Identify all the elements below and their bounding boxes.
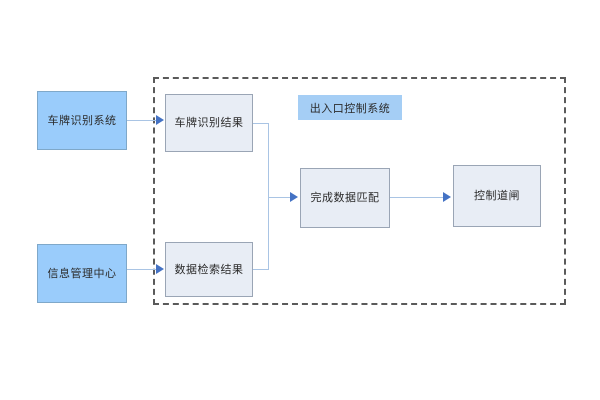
arrow-data-match-to-gate-control-icon [443,192,451,202]
boundary-title-chip: 出入口控制系统 [298,95,402,120]
connector-lpr-result-out [253,123,269,124]
connector-data-result-merge-vertical [268,197,269,269]
arrow-merge-to-data-match-icon [290,192,298,202]
arrow-lpr-system-to-lpr-result-icon [156,115,164,125]
node-lpr-system-label: 车牌识别系统 [47,113,117,127]
node-lpr-system[interactable]: 车牌识别系统 [37,91,127,150]
connector-data-result-out [253,269,269,270]
node-data-result[interactable]: 数据检索结果 [165,242,253,297]
arrow-info-center-to-data-result-icon [156,264,164,274]
node-lpr-result[interactable]: 车牌识别结果 [165,94,253,152]
connector-data-match-to-gate-control [390,197,444,198]
node-info-center-label: 信息管理中心 [47,266,117,280]
node-data-match-label: 完成数据匹配 [310,191,380,205]
node-gate-control-label: 控制道闸 [474,189,520,203]
boundary-title-label: 出入口控制系统 [309,101,391,115]
connector-info-center-to-data-result [127,269,158,270]
node-data-match[interactable]: 完成数据匹配 [300,168,390,228]
node-gate-control[interactable]: 控制道闸 [453,165,541,227]
connector-lpr-system-to-lpr-result [127,120,158,121]
system-boundary-dashed-box [153,77,566,305]
connector-merge-to-data-match [268,197,292,198]
node-lpr-result-label: 车牌识别结果 [174,116,244,130]
connector-lpr-result-merge-vertical [268,123,269,198]
node-info-center[interactable]: 信息管理中心 [37,244,127,303]
node-data-result-label: 数据检索结果 [174,262,244,276]
